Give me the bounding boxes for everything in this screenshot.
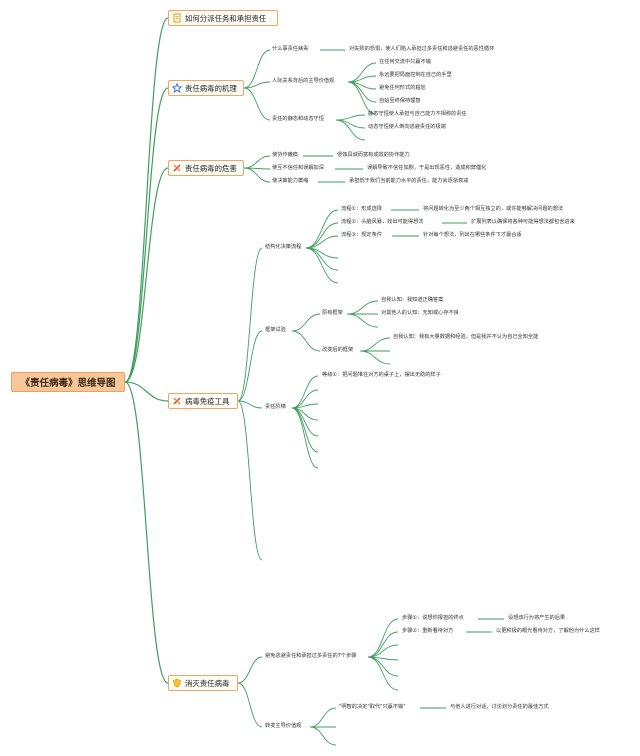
connector-line [367, 631, 399, 658]
topic-detail: 误解导致不信任加剧，于是出现恶性，造成积弊僵化 [367, 165, 487, 171]
connector-line [305, 222, 339, 249]
connector-line [243, 155, 271, 169]
connector-line [291, 313, 321, 332]
subtopic: 永远要把局面控制在自己的手里 [379, 72, 452, 78]
connector-line [309, 726, 337, 746]
connector-line [237, 656, 263, 684]
connector-line [291, 375, 319, 409]
connector-line [305, 247, 339, 271]
connector-line [335, 119, 366, 141]
subtopic: 自我认知：我知道正确答案 [381, 297, 444, 303]
process-step[interactable]: 流程③：规定条件 [341, 232, 382, 238]
process-detail: 将问题转化为至少两个相互独立的，或许能够解决问题的想法 [423, 206, 564, 212]
connector-line [243, 167, 271, 183]
connector-line [305, 209, 339, 249]
topic-decision-decay[interactable]: 使决策能力萎缩 [272, 178, 309, 184]
connector-line [124, 17, 169, 383]
connector-line [291, 407, 319, 469]
process-step[interactable]: 流程①：形成选择 [341, 206, 382, 212]
topic-what-is-virus[interactable]: 什么事责任病毒 [272, 46, 309, 52]
subtopic: 自我认知：我有大量数据和经验，但是我并不认为自己全知全能 [393, 334, 539, 340]
connector-line [237, 682, 263, 728]
topic-detail: 承担低于我们当前能力水平的责任，能力会逐渐衰减 [349, 178, 469, 184]
topic-responsibility-ladder[interactable]: 责任阶梯 [265, 404, 286, 410]
step-detail: 以更积极的眼光看待对方，了解他为什么这样 [496, 628, 600, 634]
root-topic[interactable]: 《责任病毒》思维导图 [11, 372, 125, 392]
step-detail: 设想该行为将产生的后果 [508, 615, 566, 621]
tools-icon [172, 163, 182, 173]
topic-seven-steps[interactable]: 避免逃避责任和承担过多责任的7个步骤 [265, 653, 357, 659]
connector-line [243, 81, 271, 89]
frame-changed[interactable]: 改变后的框架 [322, 347, 354, 353]
connector-line [291, 403, 319, 409]
connector-line [124, 381, 169, 684]
connector-line [243, 49, 271, 89]
connector-line [346, 313, 379, 328]
branch-label: 消灭责任病毒 [185, 678, 230, 688]
topic-detail: 侵蚀具诚而富有成效的协作能力 [337, 152, 410, 158]
connector-line [346, 300, 379, 315]
process-step[interactable]: 流程②：头脑风暴，找出可能得想法 [341, 219, 424, 225]
connector-line [243, 87, 271, 121]
connector-line [305, 247, 339, 284]
topic-distrust[interactable]: 使互不信任和误解加深 [272, 165, 324, 171]
process-detail: 扩展列表以确保将各种可能得想法都包含进来 [471, 219, 575, 225]
topic-structured-decision[interactable]: 结构化决策流程 [265, 244, 302, 250]
connector-line [335, 119, 366, 129]
connector-line [124, 87, 169, 383]
process-detail: 针对每个想法，列出在哪些条件下才最合适 [423, 232, 522, 238]
subtopic: 在任何交流中只赢不输 [379, 59, 431, 65]
subtopic: 避免任何形式的尴尬 [379, 85, 426, 91]
connector-line [291, 330, 321, 352]
star-icon [172, 83, 182, 93]
topic-frame-test[interactable]: 框架试验 [265, 327, 286, 333]
connector-line [237, 247, 263, 402]
connector-line [367, 618, 399, 658]
branch-eliminate[interactable]: 消灭责任病毒 [168, 675, 238, 691]
connector-line [367, 656, 399, 691]
branch-label: 病毒免疫工具 [185, 396, 230, 406]
connector-line [359, 337, 391, 352]
branch-mechanism[interactable]: 责任病毒的机理 [168, 80, 244, 96]
topic-detail: 对失败的恐惧，使人们陷入承担过多责任和逃避责任的恶性循环 [349, 46, 495, 52]
connector-line [309, 707, 337, 728]
ladder-level: 等级①：把问题堆在对方的桌子上，摆出无助的样子 [322, 372, 441, 378]
topic-dominant-values[interactable]: 人际关系背后的主导价值观 [272, 78, 335, 84]
topic-paralysis[interactable]: 使协作瘫痪 [272, 152, 298, 158]
connector-line [124, 167, 169, 383]
connector-line [359, 350, 391, 365]
subtopic: 自始至终保持理智 [379, 98, 421, 104]
subtopic: 对其他人的认知：无知或心存不良 [381, 310, 459, 316]
connector-line [237, 330, 263, 402]
branch-harm[interactable]: 责任病毒的危害 [168, 160, 244, 176]
step-item[interactable]: "明智的决定"取代"只赢不输" [339, 704, 406, 710]
connector-line [335, 114, 366, 121]
branch-label: 责任病毒的机理 [185, 83, 237, 93]
tools-icon [172, 396, 182, 406]
branch-task-assignment[interactable]: 如何分派任务和承担责任 [168, 10, 278, 26]
branch-immunity-tools[interactable]: 病毒免疫工具 [168, 393, 238, 409]
connector-line [237, 400, 263, 561]
topic-change-values[interactable]: 转变主导价值观 [265, 723, 302, 729]
step-item[interactable]: 步骤②：重新看待对方 [402, 628, 454, 634]
subtopic: 静态守恒使人承担与自己能力不相称的责任 [368, 111, 467, 117]
connector-line [237, 400, 263, 409]
step-detail: 与他人进行对话，讨论划分责任的最佳方式 [450, 704, 549, 710]
connector-line [347, 81, 377, 115]
topic-conservation[interactable]: 责任的静态和动态守恒 [272, 116, 324, 122]
document-icon [172, 13, 182, 23]
connector-line [291, 407, 319, 437]
connector-line [124, 381, 169, 402]
branch-label: 责任病毒的危害 [185, 163, 237, 173]
frame-original[interactable]: 原有框架 [322, 310, 343, 316]
branch-label: 如何分派任务和承担责任 [185, 13, 267, 23]
connector-line [305, 235, 339, 249]
subtopic: 动态守恒使人倒向逃避责任的极端 [368, 124, 446, 130]
step-item[interactable]: 步骤①：说想你报担的终点 [402, 615, 464, 621]
shield-icon [172, 678, 182, 688]
